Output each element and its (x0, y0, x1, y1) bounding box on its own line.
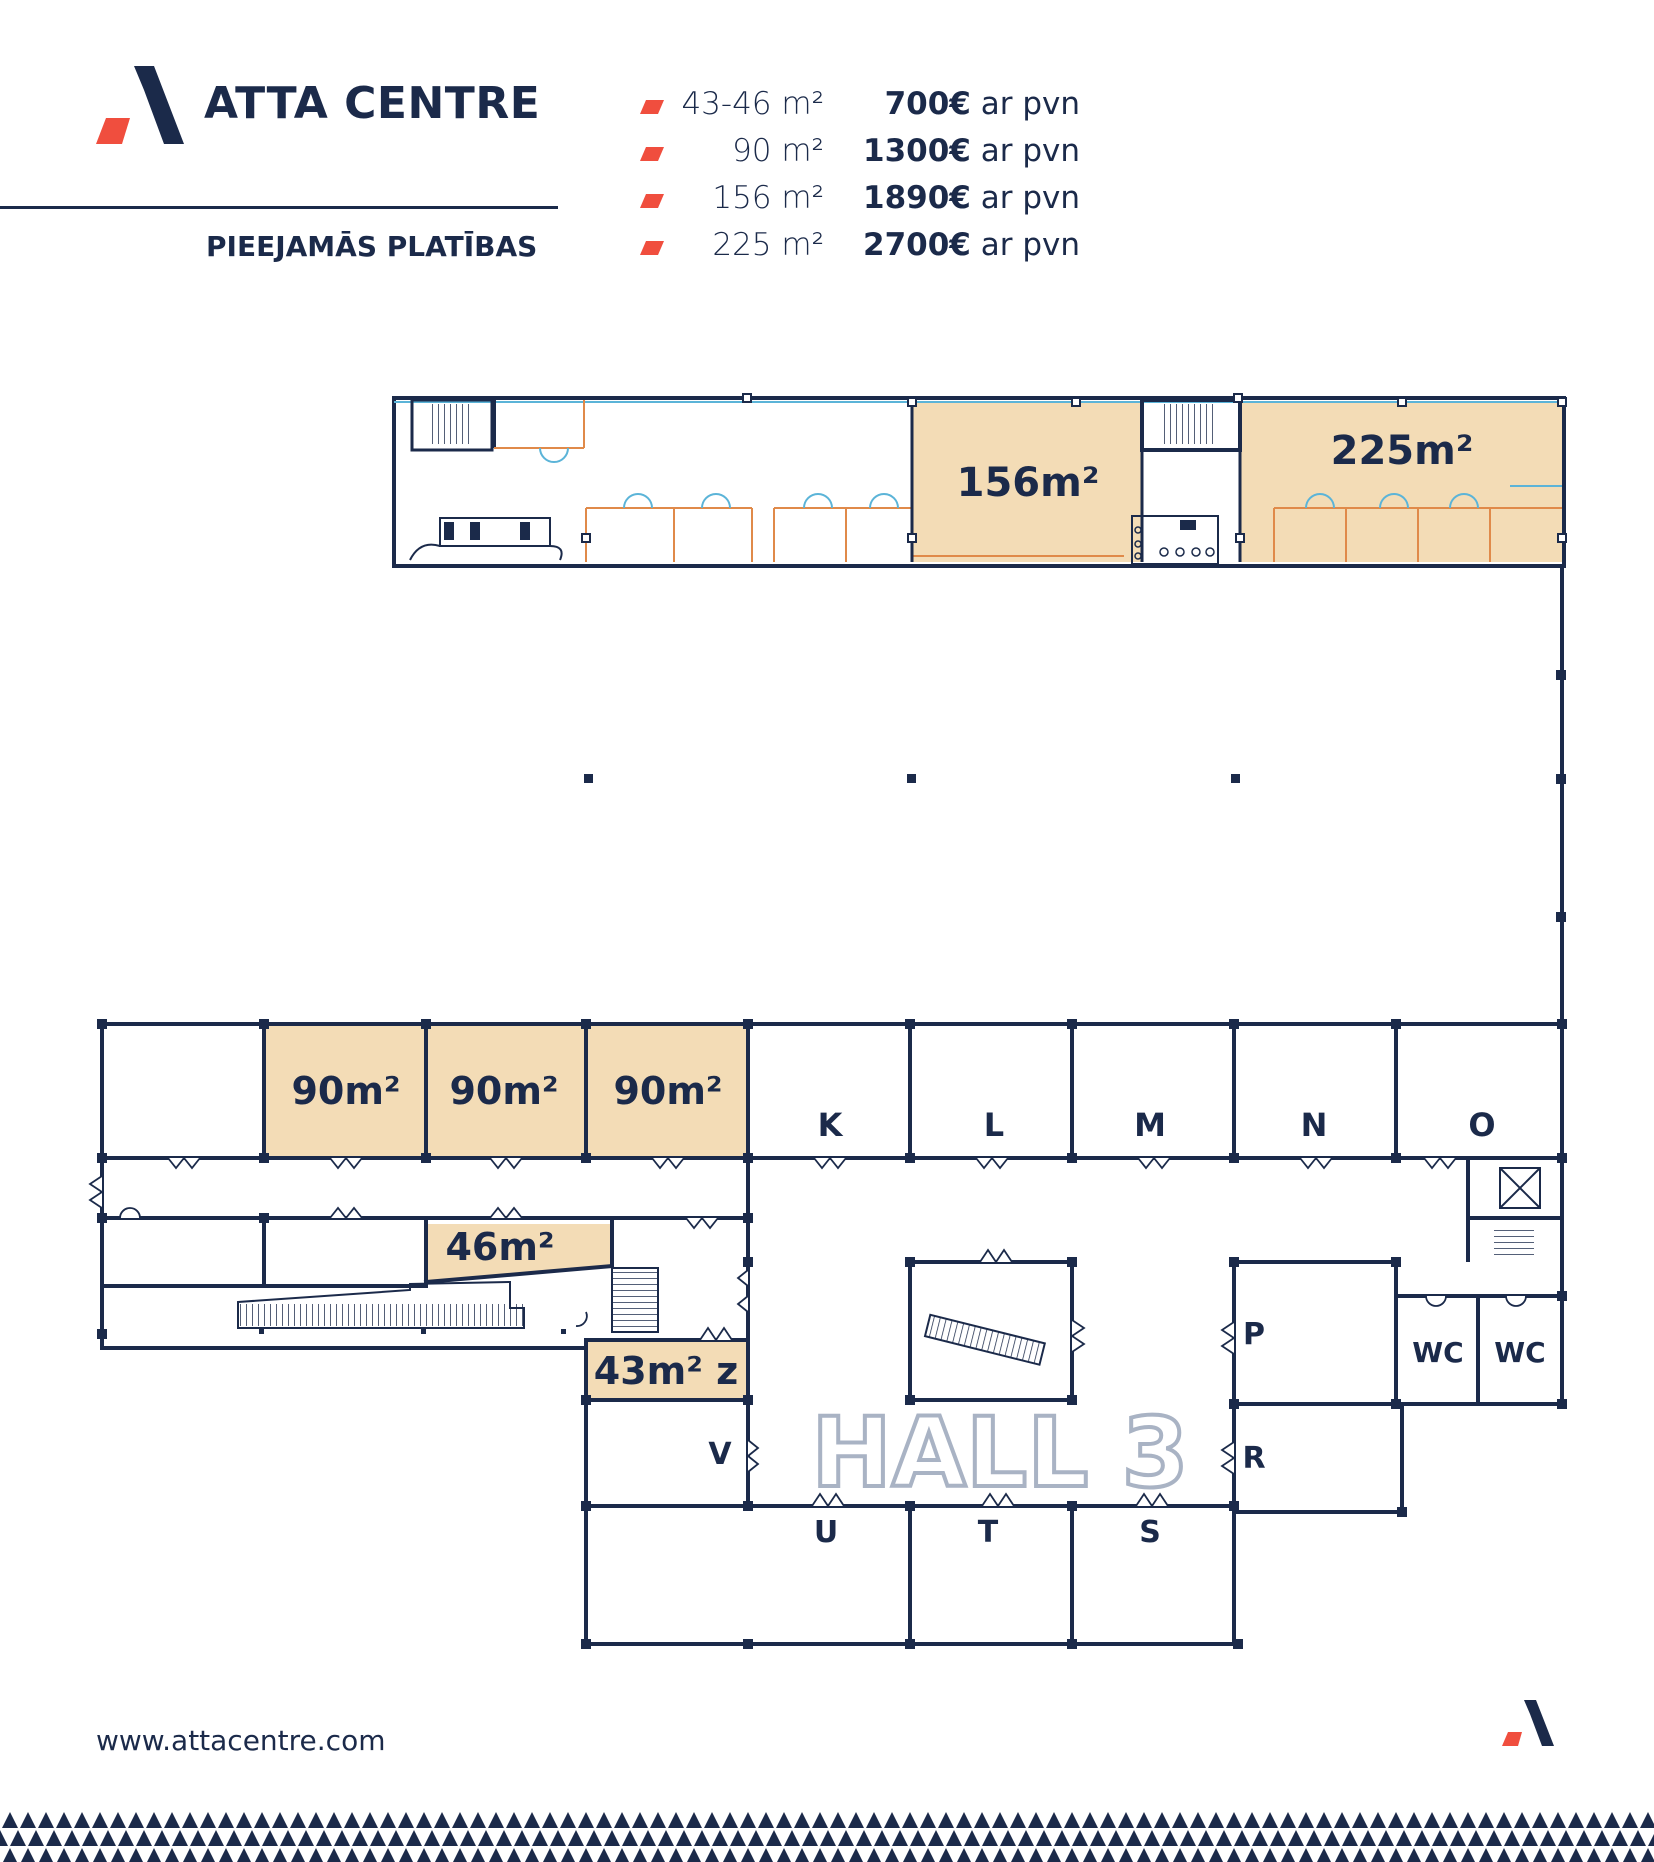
price-row: 43-46 m² 700€ ar pvn (640, 84, 1080, 131)
unit-46-fill (426, 1224, 612, 1282)
hall-label: HALL 3 (811, 1397, 1188, 1509)
triangle-pattern (0, 1812, 1654, 1862)
website-link[interactable]: www.attacentre.com (96, 1724, 386, 1757)
unit-n-label: N (1301, 1106, 1328, 1144)
unit-90-b-label: 90m² (449, 1069, 558, 1113)
unit-90-c-fill (586, 1024, 748, 1158)
lower-block (88, 1019, 1567, 1649)
unit-90-a-fill (264, 1024, 426, 1158)
price-row: 156 m² 1890€ ar pvn (640, 178, 1080, 225)
unit-43-label: 43m² z (594, 1349, 738, 1393)
bullet-icon (640, 100, 664, 114)
unit-156-label: 156m² (957, 460, 1100, 506)
atta-logo (96, 66, 184, 144)
price-legend: 43-46 m² 700€ ar pvn 90 m² 1300€ ar pvn … (640, 84, 1080, 272)
wc-label-1: WC (1412, 1336, 1463, 1369)
unit-90-a-label: 90m² (291, 1069, 400, 1113)
bullet-icon (640, 241, 664, 255)
price-value: 1890€ ar pvn (863, 180, 1080, 216)
price-row: 225 m² 2700€ ar pvn (640, 225, 1080, 272)
bullet-icon (640, 147, 664, 161)
unit-225-fill (1240, 402, 1562, 562)
top-block (392, 393, 1567, 568)
unit-k-label: K (818, 1106, 844, 1144)
price-area: 90 m² (732, 133, 824, 169)
bullet-icon (640, 194, 664, 208)
unit-s-label: S (1139, 1515, 1161, 1550)
brand-name: ATTA CENTRE (204, 78, 541, 129)
unit-t-label: T (978, 1515, 999, 1550)
unit-46-label: 46m² (445, 1225, 554, 1269)
unit-90-c-label: 90m² (613, 1069, 722, 1113)
price-value: 700€ ar pvn (884, 86, 1080, 122)
price-area: 156 m² (712, 180, 824, 216)
atta-logo-small (1502, 1700, 1554, 1746)
wc-label-2: WC (1494, 1336, 1545, 1369)
unit-225-label: 225m² (1331, 428, 1474, 474)
unit-o-label: O (1468, 1106, 1495, 1144)
unit-p-label: P (1243, 1317, 1265, 1352)
price-value: 1300€ ar pvn (863, 133, 1080, 169)
header-rule (0, 206, 558, 209)
unit-156-fill (912, 402, 1142, 562)
page-subtitle: PIEEJAMĀS PLATĪBAS (206, 230, 538, 263)
unit-v-label: V (708, 1437, 732, 1472)
unit-u-label: U (814, 1515, 838, 1550)
price-area: 225 m² (712, 227, 824, 263)
unit-r-label: R (1242, 1441, 1265, 1476)
price-value: 2700€ ar pvn (863, 227, 1080, 263)
unit-90-b-fill (426, 1024, 586, 1158)
price-row: 90 m² 1300€ ar pvn (640, 131, 1080, 178)
unit-l-label: L (984, 1106, 1004, 1144)
price-area: 43-46 m² (681, 86, 824, 122)
unit-43-fill (586, 1340, 748, 1400)
unit-m-label: M (1134, 1106, 1166, 1144)
